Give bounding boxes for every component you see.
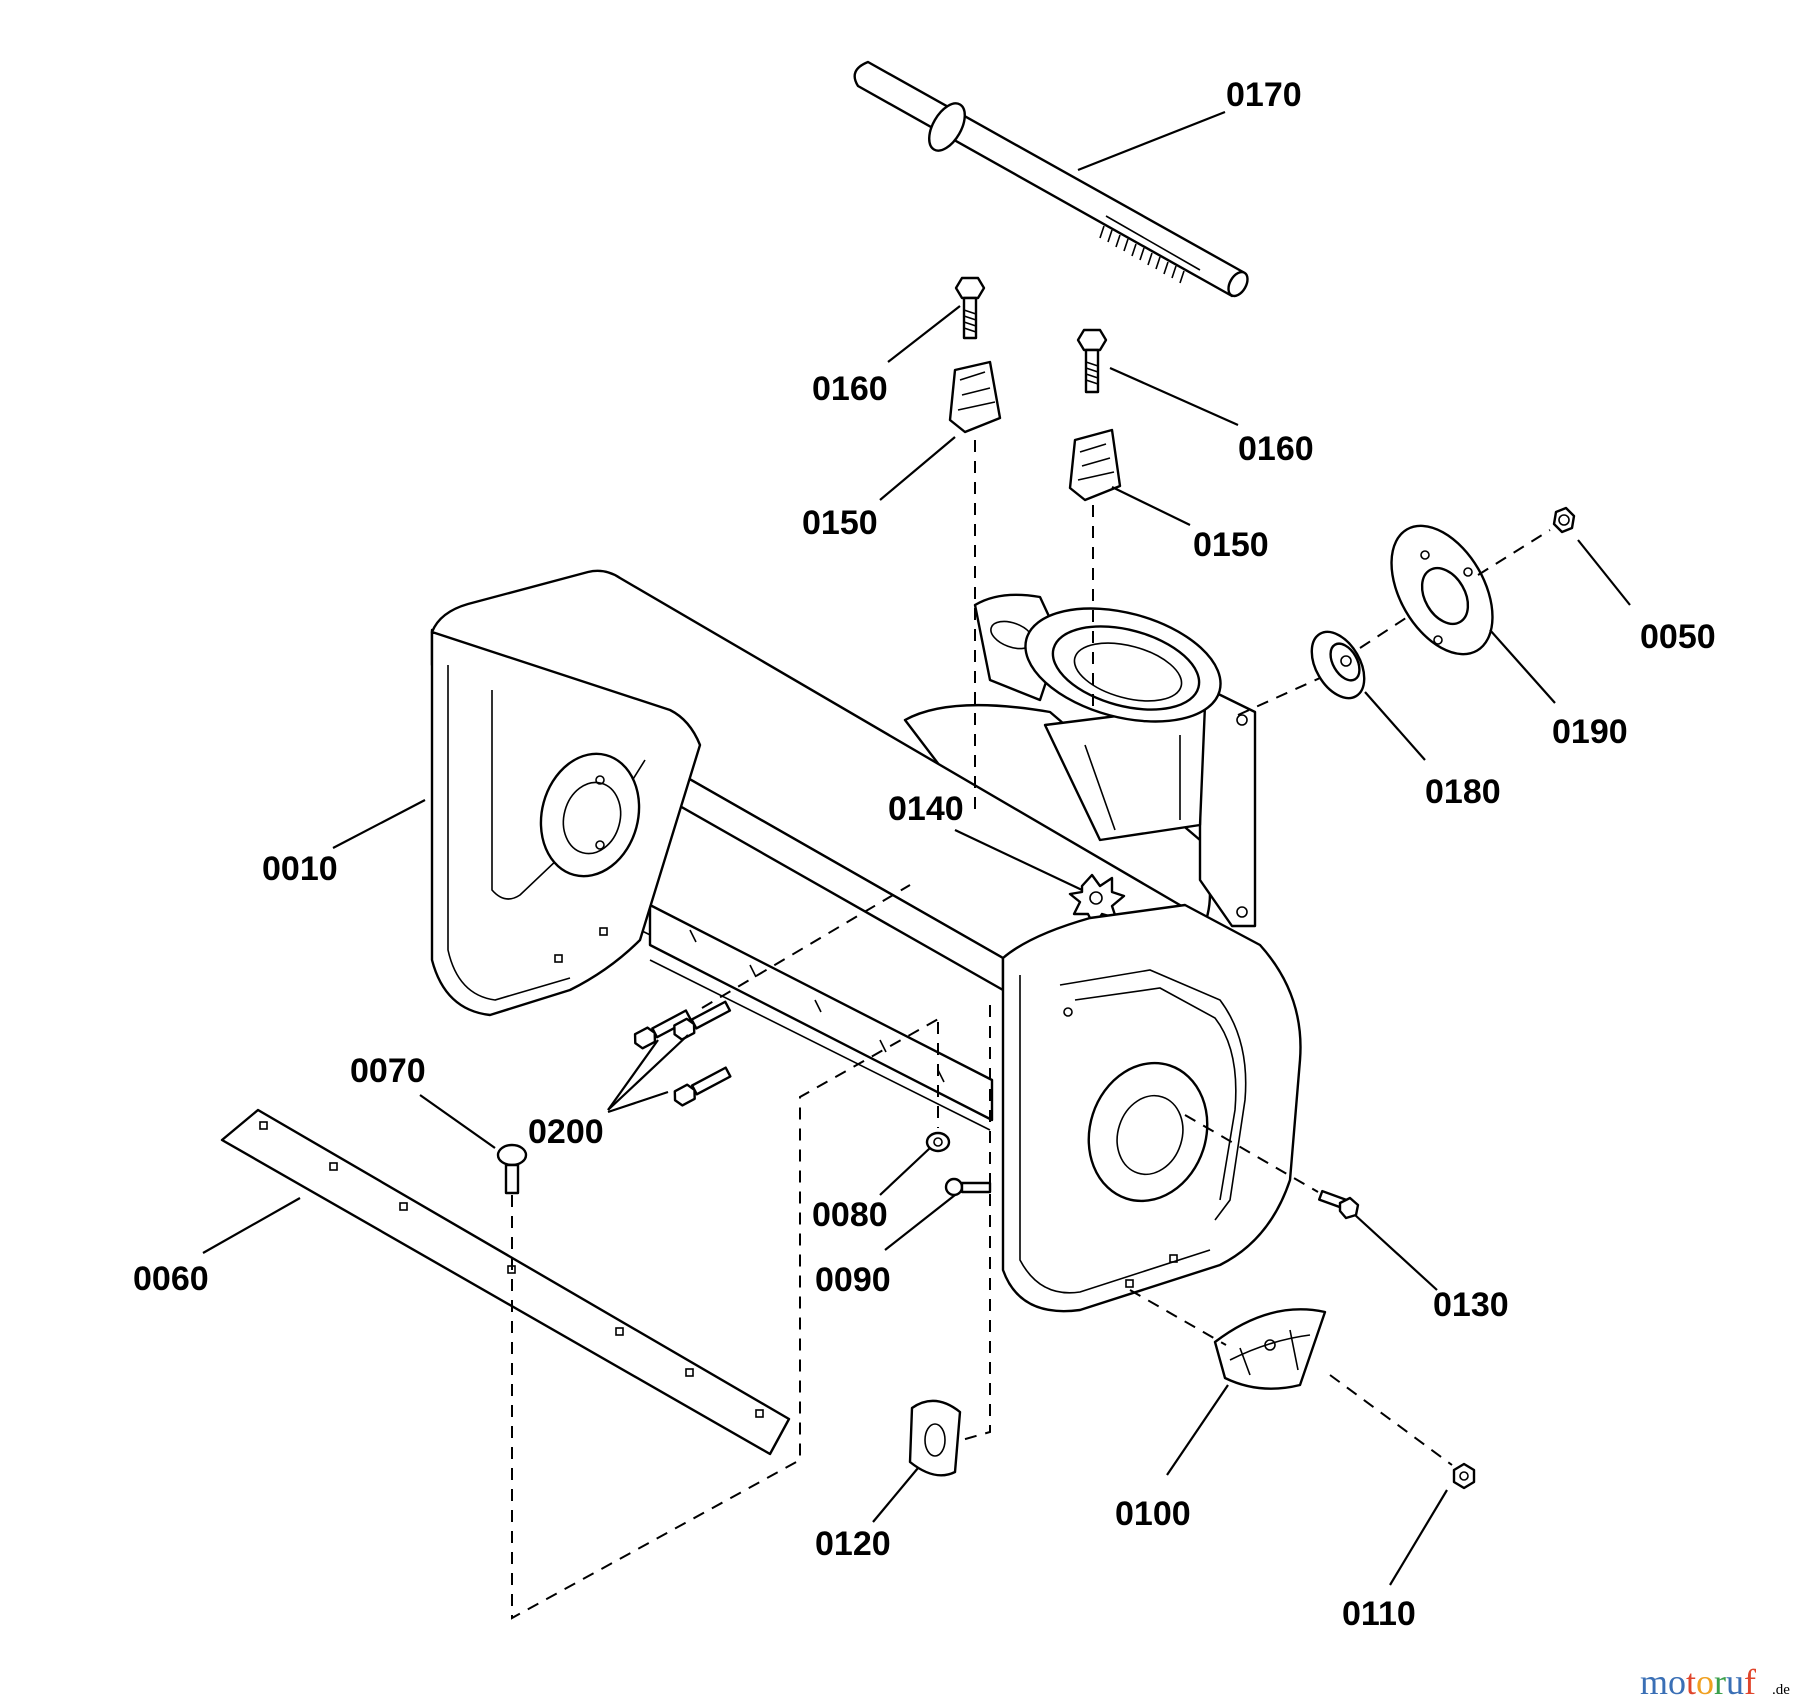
carriage-bolt-drawing-0070	[496, 1143, 528, 1195]
label-0150-left: 0150	[802, 504, 878, 542]
watermark-letter-4: o	[1696, 1662, 1714, 1702]
label-0170: 0170	[1226, 76, 1302, 114]
label-0110: 0110	[1342, 1595, 1416, 1633]
bolt-drawing-right	[1076, 328, 1108, 394]
watermark-letter-6: u	[1726, 1662, 1744, 1702]
label-0200: 0200	[528, 1113, 604, 1151]
watermark-letter-3: t	[1686, 1662, 1696, 1702]
label-0060: 0060	[133, 1260, 209, 1298]
nut-drawing-0080	[925, 1131, 951, 1153]
watermark-letter-7: f	[1744, 1662, 1756, 1702]
label-0090: 0090	[815, 1261, 891, 1299]
bolt-drawing-left	[954, 276, 986, 340]
label-0080: 0080	[812, 1196, 888, 1234]
label-0150-right: 0150	[1193, 526, 1269, 564]
label-0100: 0100	[1115, 1495, 1191, 1533]
bolts-drawing-0200	[633, 1000, 732, 1107]
label-0140: 0140	[888, 790, 964, 828]
auger-housing-drawing	[430, 569, 1302, 1313]
watermark-letter-2: o	[1668, 1662, 1686, 1702]
assembly-lines	[511, 440, 1551, 1620]
watermark-logo: motoruf .de	[1640, 1662, 1790, 1702]
label-0120: 0120	[815, 1525, 891, 1563]
clip-drawing-right	[1068, 428, 1122, 502]
label-0070: 0070	[350, 1052, 426, 1090]
skid-plate-drawing-0120	[908, 1399, 962, 1477]
flange-drawing-0190	[1390, 524, 1494, 656]
bolt-drawing-0130	[1317, 1189, 1360, 1220]
clip-drawing-left	[948, 360, 1002, 434]
nut-drawing-0110	[1452, 1462, 1476, 1490]
label-0190: 0190	[1552, 713, 1628, 751]
label-0130: 0130	[1433, 1286, 1509, 1324]
nut-drawing-0050	[1552, 506, 1576, 534]
shaft-drawing	[853, 60, 1249, 298]
watermark-letter-5: r	[1714, 1662, 1726, 1702]
label-0050: 0050	[1640, 618, 1716, 656]
leader-lines	[202, 110, 1631, 1586]
screw-drawing-0090	[944, 1177, 992, 1197]
label-0160-left: 0160	[812, 370, 888, 408]
watermark-letter-1: m	[1640, 1662, 1668, 1702]
label-0180: 0180	[1425, 773, 1501, 811]
label-0010: 0010	[262, 850, 338, 888]
scraper-bar-drawing-0060	[220, 1108, 791, 1456]
bearing-drawing-0180	[1310, 630, 1366, 700]
skid-shoe-drawing-0100	[1213, 1308, 1327, 1390]
svg-text:motoruf: motoruf	[1640, 1662, 1756, 1702]
part-labels: 0170 0160 0160 0150 0150 0050 0190 0180 …	[133, 76, 1716, 1633]
watermark-tld: .de	[1772, 1682, 1790, 1698]
label-0160-right: 0160	[1238, 430, 1314, 468]
